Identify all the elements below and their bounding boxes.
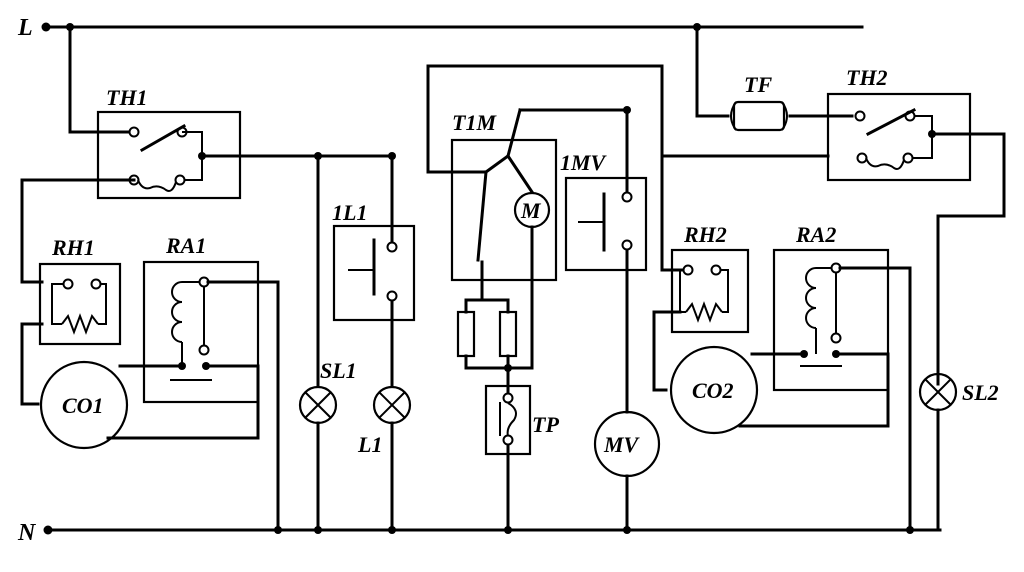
th1-output-wires <box>20 152 396 284</box>
tf-label: TF <box>744 72 772 97</box>
l1-label: L1 <box>357 432 382 457</box>
1mv-label: 1MV <box>560 150 608 175</box>
tp-label: TP <box>532 412 559 437</box>
t1m-label: T1M <box>452 110 497 135</box>
motor-m <box>513 191 551 370</box>
rh1-co1-wire <box>20 322 44 406</box>
neutral-rail <box>43 525 942 535</box>
co2-compressor <box>669 266 912 532</box>
line-rail <box>41 22 864 32</box>
ra1-label: RA1 <box>165 233 206 258</box>
motor-label: M <box>520 198 542 223</box>
rh1-label: RH1 <box>51 235 95 260</box>
th2-label: TH2 <box>846 65 888 90</box>
1mv-switch <box>564 108 648 414</box>
tf-fuse <box>695 25 854 132</box>
tp-protector <box>484 384 532 532</box>
sl1-label: SL1 <box>320 358 357 383</box>
th1-thermostat <box>68 25 242 200</box>
ra2-relay <box>772 248 890 392</box>
co1-label: CO1 <box>62 393 104 418</box>
ra2-label: RA2 <box>795 222 836 247</box>
1l1-label: 1L1 <box>332 200 367 225</box>
defrost-heaters <box>456 298 534 394</box>
rh1-heater <box>38 262 122 346</box>
ra1-relay <box>142 260 260 404</box>
sl2-label: SL2 <box>962 380 999 405</box>
line-label: L <box>17 15 33 41</box>
co1-compressor <box>39 280 280 532</box>
co2-label: CO2 <box>692 378 734 403</box>
t1m-timer <box>426 25 864 302</box>
l1-lamp <box>372 385 412 532</box>
mv-label: MV <box>603 432 641 457</box>
th1-label: TH1 <box>106 85 148 110</box>
neutral-label: N <box>17 520 37 546</box>
th2-thermostat <box>826 92 1006 386</box>
sl1-lamp <box>298 154 338 532</box>
sl2-lamp <box>908 372 958 532</box>
rh2-heater <box>652 154 750 392</box>
mv-fan-motor <box>593 410 661 532</box>
1l1-switch <box>332 154 416 388</box>
rh2-label: RH2 <box>683 222 727 247</box>
